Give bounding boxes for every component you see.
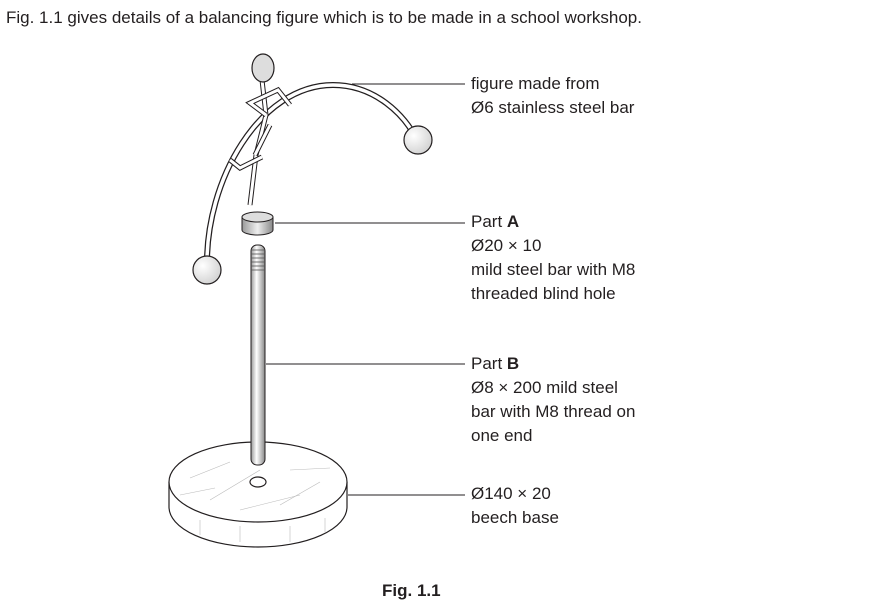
label-text: bar with M8 thread on bbox=[471, 402, 636, 421]
label-text: Ø20 × 10 bbox=[471, 236, 542, 255]
base-hole bbox=[249, 476, 267, 488]
part-a-title: Part A bbox=[471, 210, 635, 234]
figure-caption: Fig. 1.1 bbox=[382, 581, 441, 600]
label-text: Ø140 × 20 bbox=[471, 484, 551, 503]
label-text: Ø6 stainless steel bar bbox=[471, 98, 635, 117]
beech-base bbox=[168, 441, 348, 548]
label-figure: figure made from Ø6 stainless steel bar bbox=[471, 72, 634, 120]
label-text: beech base bbox=[471, 508, 559, 527]
part-b-title: Part B bbox=[471, 352, 635, 376]
figure-head bbox=[251, 53, 275, 83]
label-text: Ø8 × 200 mild steel bbox=[471, 378, 618, 397]
intro-text: Fig. 1.1 gives details of a balancing fi… bbox=[6, 8, 642, 27]
label-part-b: Part B Ø8 × 200 mild steel bar with M8 t… bbox=[471, 352, 635, 448]
label-text: Part bbox=[471, 354, 507, 373]
label-part-a: Part A Ø20 × 10 mild steel bar with M8 t… bbox=[471, 210, 635, 306]
part-a-cylinder bbox=[241, 211, 274, 236]
left-ball bbox=[192, 255, 222, 285]
part-b-rod bbox=[250, 244, 266, 466]
right-ball bbox=[403, 125, 433, 155]
leader-lines bbox=[266, 83, 465, 496]
label-text: mild steel bar with M8 bbox=[471, 260, 636, 279]
part-letter: B bbox=[506, 354, 520, 373]
label-text: Part bbox=[471, 212, 507, 231]
label-text: one end bbox=[471, 426, 533, 445]
label-base: Ø140 × 20 beech base bbox=[471, 482, 559, 530]
label-text: figure made from bbox=[471, 74, 600, 93]
stainless-figure bbox=[192, 53, 433, 285]
part-letter: A bbox=[506, 212, 520, 231]
label-text: threaded blind hole bbox=[471, 284, 616, 303]
